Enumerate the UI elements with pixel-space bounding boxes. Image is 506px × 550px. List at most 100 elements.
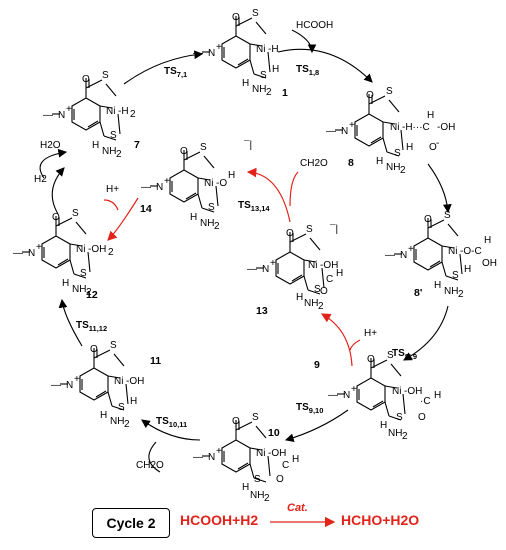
svg-text:H: H — [336, 268, 343, 279]
svg-text:N: N — [400, 250, 407, 261]
svg-text:N: N — [343, 390, 350, 401]
svg-text:N: N — [341, 126, 348, 137]
arrow-9-to-10 — [284, 409, 349, 443]
svg-text:—: — — [385, 250, 395, 261]
svg-text:Ni: Ni — [106, 106, 115, 117]
svg-text:+: + — [349, 120, 355, 131]
svg-text:—: — — [247, 264, 257, 275]
svg-text:S: S — [118, 402, 125, 413]
svg-text:O: O — [52, 212, 60, 223]
arrow-h2-in — [39, 148, 68, 179]
svg-text:N: N — [66, 380, 73, 391]
svg-text:NH: NH — [102, 146, 116, 157]
svg-text:S: S — [452, 270, 459, 281]
structure-label-11: 11 — [150, 355, 161, 367]
arrow-13-to-14 — [246, 167, 291, 223]
arrow-8p-to-9 — [403, 305, 449, 361]
species-ch2o-top: CH2O — [300, 158, 328, 169]
svg-text:2: 2 — [264, 493, 270, 504]
svg-text:NH: NH — [72, 284, 86, 295]
svg-text:S: S — [200, 142, 207, 153]
ts-8p-9: TS8',9 — [392, 348, 417, 361]
svg-text:2: 2 — [124, 419, 130, 430]
svg-text:—: — — [13, 248, 23, 259]
svg-text:2: 2 — [116, 149, 122, 160]
svg-text:—: — — [43, 110, 53, 121]
svg-text:H: H — [434, 390, 441, 401]
svg-text:S: S — [102, 70, 109, 81]
svg-text:H: H — [100, 410, 107, 421]
svg-text:Ni: Ni — [204, 178, 213, 189]
svg-text:+: + — [351, 384, 357, 395]
structure-label-10: 10 — [268, 427, 280, 439]
arrow-hplus-left — [103, 199, 119, 211]
svg-text:H: H — [406, 142, 413, 153]
svg-text:+: + — [408, 244, 414, 255]
svg-text:+: + — [36, 242, 42, 253]
svg-text:H: H — [380, 420, 387, 431]
svg-text:O: O — [82, 74, 90, 85]
svg-text:Ni: Ni — [392, 386, 401, 397]
arrow-hcooh-in — [291, 29, 317, 54]
svg-text:S: S — [110, 130, 117, 141]
svg-text:2: 2 — [266, 87, 272, 98]
svg-text:S: S — [252, 412, 259, 423]
svg-text:S: S — [394, 148, 401, 159]
svg-text:H: H — [92, 140, 99, 151]
svg-text:¯|: ¯| — [329, 223, 338, 235]
svg-text:O: O — [90, 344, 98, 355]
svg-text:O: O — [366, 90, 374, 101]
svg-text:2: 2 — [402, 431, 408, 442]
equation-products: HCHO+H2O — [341, 512, 420, 528]
ts-9-10: TS9,10 — [296, 402, 323, 415]
svg-text:NH: NH — [250, 490, 264, 501]
svg-text:·C: ·C — [420, 396, 431, 407]
svg-text:OH: OH — [482, 258, 497, 269]
structure-label-9: 9 — [314, 359, 320, 371]
structure-label-7: 7 — [134, 139, 140, 151]
svg-text:+: + — [216, 446, 222, 457]
svg-text:Ni: Ni — [256, 44, 265, 55]
species-hcooh: HCOOH — [296, 20, 333, 31]
svg-text:—: — — [193, 452, 203, 463]
ts-13-14: TS13,14 — [238, 200, 270, 213]
arrow-9-to-13 — [320, 313, 353, 367]
svg-text:N: N — [208, 452, 215, 463]
svg-text:-OH: -OH — [437, 122, 455, 133]
svg-text:H: H — [130, 396, 137, 407]
svg-text:Ni: Ni — [114, 376, 123, 387]
svg-text:Ni: Ni — [308, 260, 317, 271]
svg-text:NH: NH — [200, 218, 214, 229]
structure-label-1: 1 — [282, 87, 288, 99]
svg-text:N: N — [262, 264, 269, 275]
svg-text:S: S — [444, 210, 451, 221]
arrow-12-to-7 — [51, 167, 65, 215]
svg-text:N: N — [156, 182, 163, 193]
svg-text:S: S — [306, 224, 313, 235]
svg-text:O: O — [424, 214, 432, 225]
species-h-plus-right: H+ — [364, 328, 377, 339]
structure-label-8: 8 — [348, 157, 354, 169]
arrow-ch2o-release — [289, 171, 299, 207]
svg-text:¯|: ¯| — [243, 139, 252, 151]
svg-text:2: 2 — [400, 165, 406, 176]
svg-text:-H: -H — [268, 44, 279, 55]
svg-text:NH: NH — [110, 416, 124, 427]
svg-text:S: S — [260, 70, 267, 81]
cycle-label: Cycle 2 — [106, 515, 156, 531]
cycle-label-box: Cycle 2 — [92, 508, 170, 538]
svg-text:-OH: -OH — [268, 448, 286, 459]
svg-text:Ni: Ni — [256, 448, 265, 459]
svg-text:H: H — [434, 280, 441, 291]
svg-text:O: O — [232, 12, 240, 23]
svg-text:S: S — [110, 340, 117, 351]
svg-text:S: S — [80, 268, 87, 279]
svg-text:NH: NH — [252, 84, 266, 95]
svg-text:H: H — [272, 64, 279, 75]
svg-text:+: + — [74, 374, 80, 385]
svg-text:S: S — [314, 284, 321, 295]
